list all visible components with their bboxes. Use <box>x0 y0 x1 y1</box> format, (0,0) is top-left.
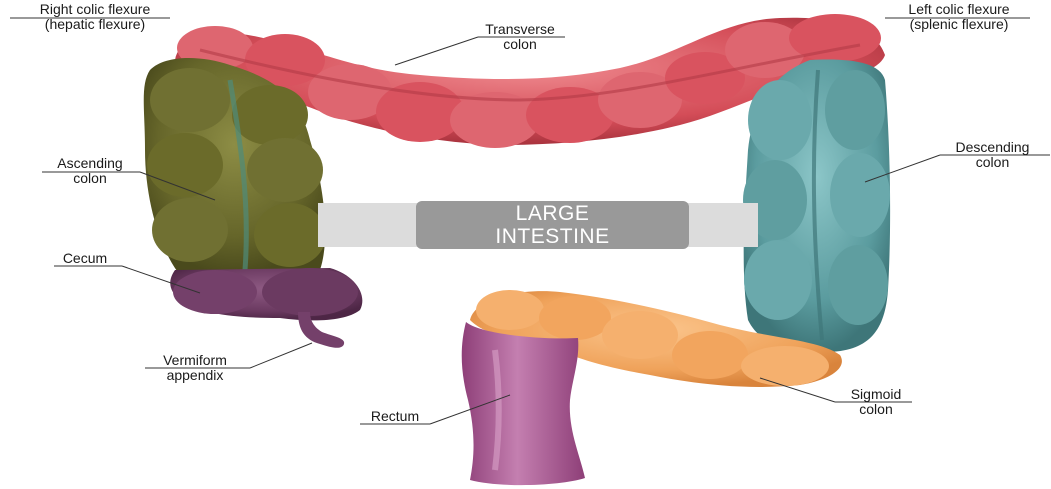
cecum-shape <box>170 268 362 320</box>
label-rectum: Rectum <box>350 409 440 424</box>
diagram-title: LARGE INTESTINE <box>416 201 689 249</box>
label-transverse-colon: Transverse colon <box>470 22 570 52</box>
label-transverse-colon-line1: Transverse <box>470 22 570 37</box>
label-cecum-line1: Cecum <box>40 251 130 266</box>
label-cecum: Cecum <box>40 251 130 266</box>
label-descending-colon-line2: colon <box>935 155 1050 170</box>
label-sigmoid-colon: Sigmoid colon <box>826 387 926 417</box>
label-vermiform-appendix-line2: appendix <box>130 368 260 383</box>
label-ascending-colon: Ascending colon <box>30 156 150 186</box>
descending-colon-shape <box>743 60 890 353</box>
label-right-colic-flexure: Right colic flexure (hepatic flexure) <box>10 2 180 32</box>
label-rectum-line1: Rectum <box>350 409 440 424</box>
label-vermiform-appendix: Vermiform appendix <box>130 353 260 383</box>
label-transverse-colon-line2: colon <box>470 37 570 52</box>
label-right-colic-flexure-line1: Right colic flexure <box>10 2 180 17</box>
label-vermiform-appendix-line1: Vermiform <box>130 353 260 368</box>
label-ascending-colon-line1: Ascending <box>30 156 150 171</box>
label-left-colic-flexure-line2: (splenic flexure) <box>880 17 1038 32</box>
title-line-2: INTESTINE <box>416 225 689 248</box>
title-line-1: LARGE <box>416 202 689 225</box>
label-sigmoid-colon-line1: Sigmoid <box>826 387 926 402</box>
rectum-shape <box>462 322 585 485</box>
label-descending-colon: Descending colon <box>935 140 1050 170</box>
label-right-colic-flexure-line2: (hepatic flexure) <box>10 17 180 32</box>
label-descending-colon-line1: Descending <box>935 140 1050 155</box>
label-sigmoid-colon-line2: colon <box>826 402 926 417</box>
label-ascending-colon-line2: colon <box>30 171 150 186</box>
label-left-colic-flexure-line1: Left colic flexure <box>880 2 1038 17</box>
label-left-colic-flexure: Left colic flexure (splenic flexure) <box>880 2 1038 32</box>
